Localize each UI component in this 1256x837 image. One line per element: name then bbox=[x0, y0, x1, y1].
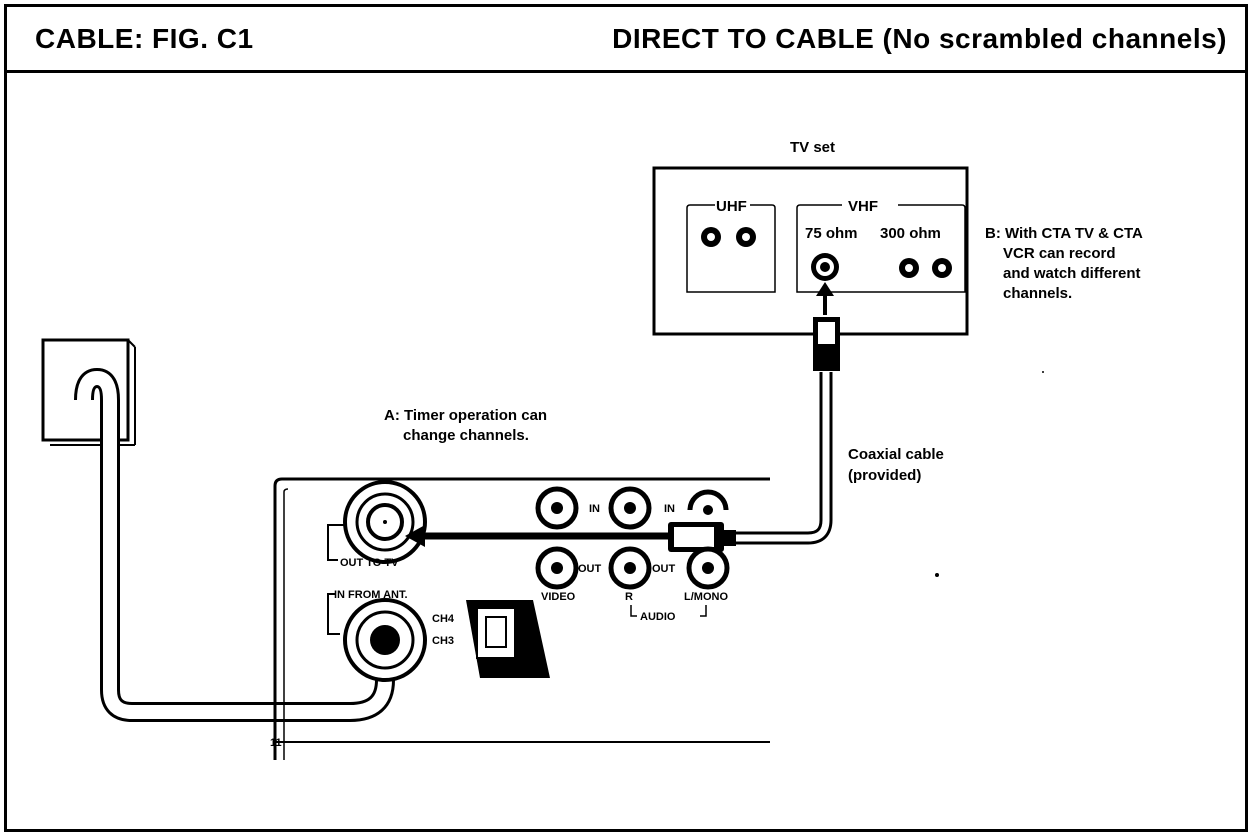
out-label-2: OUT bbox=[652, 563, 676, 575]
in-label-1: IN bbox=[589, 503, 600, 515]
out-label-1: OUT bbox=[578, 563, 602, 575]
vhf-75ohm-connector bbox=[811, 253, 839, 281]
ohm75-label: 75 ohm bbox=[805, 225, 858, 242]
svg-text:channels.: channels. bbox=[1003, 285, 1072, 302]
in-from-ant-jack: IN FROM ANT. bbox=[327, 589, 427, 682]
svg-text:VCR can record: VCR can record bbox=[1003, 245, 1116, 262]
in-from-ant-label: IN FROM ANT. bbox=[334, 589, 408, 601]
vhf-300ohm-terminal-right bbox=[932, 258, 952, 278]
ch3-label: CH3 bbox=[432, 635, 454, 647]
antenna-cable bbox=[74, 367, 395, 722]
video-out-jack bbox=[535, 546, 579, 590]
vhf-300ohm-terminal-left bbox=[899, 258, 919, 278]
uhf-terminal-right bbox=[736, 227, 756, 247]
l-mono-label: L/MONO bbox=[684, 591, 728, 603]
uhf-label: UHF bbox=[716, 198, 747, 215]
svg-text:and watch different: and watch different bbox=[1003, 265, 1141, 282]
video-label: VIDEO bbox=[541, 591, 576, 603]
wall-outlet bbox=[41, 338, 136, 446]
ohm300-label: 300 ohm bbox=[880, 225, 941, 242]
figure-header: CABLE: FIG. C1 DIRECT TO CABLE (No scram… bbox=[7, 7, 1245, 73]
in-label-2: IN bbox=[664, 503, 675, 515]
cable-label: Coaxial cable (provided) bbox=[848, 446, 944, 484]
figure-frame: CABLE: FIG. C1 DIRECT TO CABLE (No scram… bbox=[4, 4, 1248, 832]
channel-switch: CH4 CH3 bbox=[432, 600, 550, 678]
svg-text:A: Timer operation can: A: Timer operation can bbox=[384, 407, 547, 424]
tv-title: TV set bbox=[790, 139, 835, 156]
out-to-tv-label: OUT TO TV bbox=[340, 557, 399, 569]
note-a: A: Timer operation can change channels. bbox=[384, 407, 547, 444]
uhf-terminal-left bbox=[701, 227, 721, 247]
svg-text:11: 11 bbox=[270, 737, 282, 749]
svg-text:(provided): (provided) bbox=[848, 467, 921, 484]
audio-label: AUDIO bbox=[640, 611, 676, 623]
svg-text:B: With CTA TV & CTA: B: With CTA TV & CTA bbox=[985, 225, 1143, 242]
audio-l-out-jack bbox=[686, 546, 730, 590]
audio-l-in-jack bbox=[687, 489, 729, 515]
figure-title: DIRECT TO CABLE (No scrambled channels) bbox=[612, 23, 1227, 54]
vhf-label: VHF bbox=[848, 198, 878, 215]
video-in-jack bbox=[535, 486, 579, 530]
audio-bracket: AUDIO bbox=[630, 605, 707, 623]
vhf-group: VHF 75 ohm 300 ohm bbox=[796, 198, 966, 315]
svg-text:Coaxial cable: Coaxial cable bbox=[848, 446, 944, 463]
svg-text:change channels.: change channels. bbox=[403, 427, 529, 444]
figure-label: CABLE: FIG. C1 bbox=[35, 23, 254, 54]
arrow-to-out-to-tv bbox=[405, 525, 668, 547]
uhf-group: UHF bbox=[686, 198, 776, 293]
tv-back-panel bbox=[652, 166, 969, 336]
audio-r-out-jack bbox=[608, 546, 652, 590]
coaxial-cable bbox=[668, 317, 840, 552]
audio-r-in-jack bbox=[608, 486, 652, 530]
ch4-label: CH4 bbox=[432, 613, 455, 625]
r-label: R bbox=[625, 591, 633, 603]
note-b: B: With CTA TV & CTA VCR can record and … bbox=[985, 225, 1143, 302]
vcr-rear-panel: 11 bbox=[270, 477, 770, 760]
out-to-tv-jack: OUT TO TV bbox=[327, 480, 427, 569]
